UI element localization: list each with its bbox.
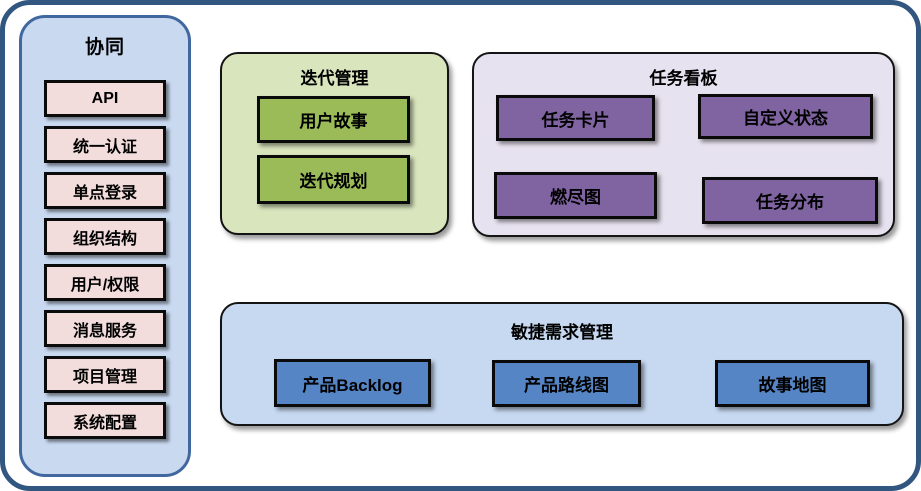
taskboard-item-task-distribution: 任务分布 (702, 177, 878, 224)
collaboration-item-unified-auth: 统一认证 (44, 126, 166, 163)
taskboard-item-custom-status: 自定义状态 (698, 94, 873, 139)
collaboration-item-system-config: 系统配置 (44, 402, 166, 439)
iteration-management-panel: 迭代管理 用户故事 迭代规划 (220, 52, 449, 235)
collaboration-item-list: API 统一认证 单点登录 组织结构 用户/权限 消息服务 项目管理 系统配置 (44, 80, 166, 439)
collaboration-item-message-service: 消息服务 (44, 310, 166, 347)
agile-item-story-map: 故事地图 (715, 360, 870, 407)
collaboration-panel-title: 协同 (84, 37, 125, 58)
collaboration-panel: 协同 API 统一认证 单点登录 组织结构 用户/权限 消息服务 项目管理 系统… (19, 15, 191, 477)
iteration-item-user-story: 用户故事 (257, 96, 410, 143)
collaboration-item-project-mgmt: 项目管理 (44, 356, 166, 393)
task-board-panel: 任务看板 任务卡片 自定义状态 燃尽图 任务分布 (472, 52, 895, 237)
collaboration-item-user-perms: 用户/权限 (44, 264, 166, 301)
taskboard-item-task-card: 任务卡片 (496, 95, 655, 141)
agile-item-product-roadmap: 产品路线图 (492, 360, 641, 407)
collaboration-item-sso: 单点登录 (44, 172, 166, 209)
agile-item-product-backlog: 产品Backlog (274, 359, 431, 407)
collaboration-item-api: API (44, 80, 166, 117)
iteration-management-title: 迭代管理 (300, 69, 369, 88)
collaboration-item-org-structure: 组织结构 (44, 218, 166, 255)
iteration-item-iteration-plan: 迭代规划 (257, 155, 410, 204)
task-board-title: 任务看板 (649, 69, 718, 88)
agile-requirements-panel: 敏捷需求管理 产品Backlog 产品路线图 故事地图 (220, 302, 904, 426)
agile-requirements-title: 敏捷需求管理 (511, 323, 613, 342)
taskboard-item-burndown-chart: 燃尽图 (494, 172, 657, 219)
